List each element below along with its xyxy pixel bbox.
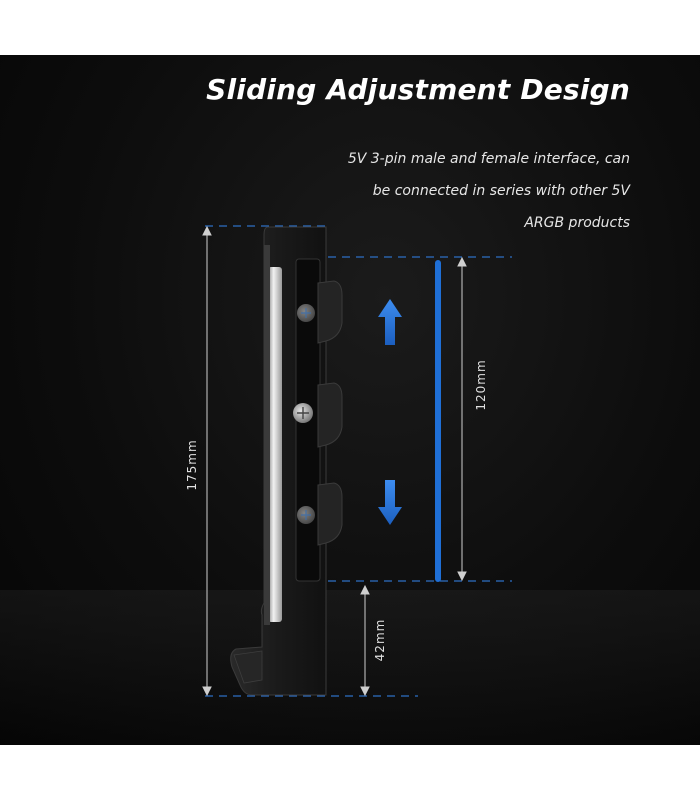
product-stage: Sliding Adjustment Design 5V 3-pin male … xyxy=(0,55,700,745)
dashed-guides xyxy=(205,225,512,697)
dimension-slide xyxy=(457,256,467,582)
slide-range-bar xyxy=(435,260,441,582)
support-clip-top xyxy=(297,280,343,344)
dimension-slide-label: 120mm xyxy=(474,359,488,410)
description-line-1: 5V 3-pin male and female interface, can xyxy=(347,151,630,167)
page-title: Sliding Adjustment Design xyxy=(206,73,630,106)
support-clip-bottom xyxy=(297,482,343,546)
description-line-2: be connected in series with other 5V xyxy=(372,183,630,199)
support-clip-middle xyxy=(293,382,343,448)
floor-reflection xyxy=(0,590,700,745)
arrow-down-icon xyxy=(378,480,402,525)
dimension-base-label: 42mm xyxy=(373,619,387,662)
dimension-total xyxy=(202,225,212,697)
product-diagram: 175mm 120mm 42mm xyxy=(185,225,512,697)
dimension-total-label: 175mm xyxy=(185,439,199,490)
arrow-up-icon xyxy=(378,299,402,345)
description-line-3: ARGB products xyxy=(524,215,630,231)
dimension-base xyxy=(360,584,370,697)
strip-edge xyxy=(264,245,270,625)
description-text: 5V 3-pin male and female interface, can … xyxy=(270,143,630,239)
led-strip xyxy=(268,267,282,622)
